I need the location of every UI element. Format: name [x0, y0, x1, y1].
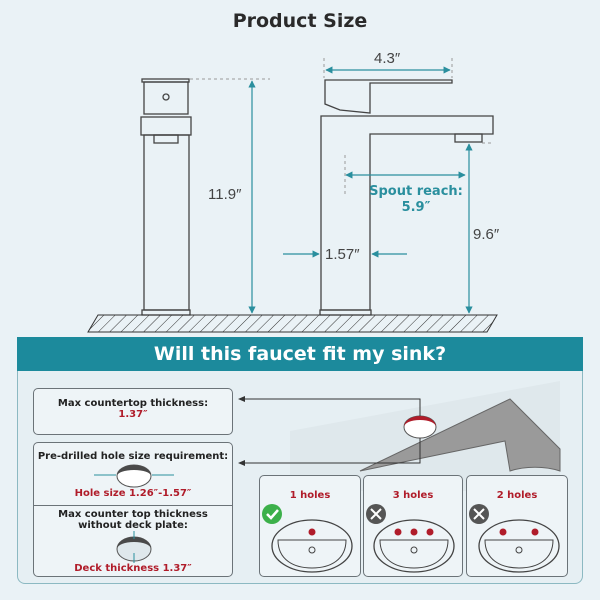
deck-label-line2: without deck plate: — [78, 520, 188, 531]
deck-thickness-icon — [116, 531, 152, 563]
sink-icon — [271, 519, 353, 573]
countertop-hatch — [87, 314, 498, 333]
sink-label: 1 holes — [289, 490, 331, 501]
sink-label: 2 holes — [496, 490, 538, 501]
sink-icon — [478, 519, 560, 573]
deck-thickness-value: Deck thickness 1.37″ — [74, 563, 192, 574]
side-view-faucet — [140, 78, 192, 316]
sink-card-1-hole: 1 holes — [259, 475, 361, 577]
hole-size-value: Hole size 1.26″-1.57″ — [74, 488, 192, 499]
countertop-thickness-value: 1.37″ — [118, 409, 148, 420]
page-title: Product Size — [232, 10, 368, 32]
fit-section-title: Will this faucet fit my sink? — [17, 337, 583, 371]
height-total-label: 11.9″ — [208, 186, 242, 203]
faucet-drawings — [87, 58, 498, 333]
hole-size-label: Pre-drilled hole size requirement: — [37, 451, 229, 462]
base-width-label: 1.57″ — [325, 246, 360, 263]
countertop-illustration — [238, 381, 561, 491]
check-icon — [262, 504, 282, 524]
front-view-faucet — [319, 79, 494, 316]
handle-length-label: 4.3″ — [374, 50, 401, 67]
sink-icon — [373, 519, 455, 573]
dimension-arrows — [248, 66, 473, 314]
hole-requirements-box: Pre-drilled hole size requirement: Hole … — [33, 442, 233, 577]
spout-reach-label: Spout reach: — [369, 184, 463, 199]
hole-size-icon — [94, 464, 174, 488]
deck-label-line1: Max counter top thickness — [58, 509, 208, 520]
cross-icon — [366, 504, 386, 524]
spout-height-label: 9.6″ — [473, 226, 500, 243]
sink-card-3-holes: 3 holes — [363, 475, 463, 577]
countertop-thickness-box: Max countertop thickness: 1.37″ — [33, 388, 233, 435]
sink-card-2-holes: 2 holes — [466, 475, 568, 577]
countertop-thickness-label: Max countertop thickness: — [57, 398, 209, 409]
sink-label: 3 holes — [392, 490, 434, 501]
cross-icon — [469, 504, 489, 524]
spout-reach-value: 5.9″ — [401, 200, 431, 215]
